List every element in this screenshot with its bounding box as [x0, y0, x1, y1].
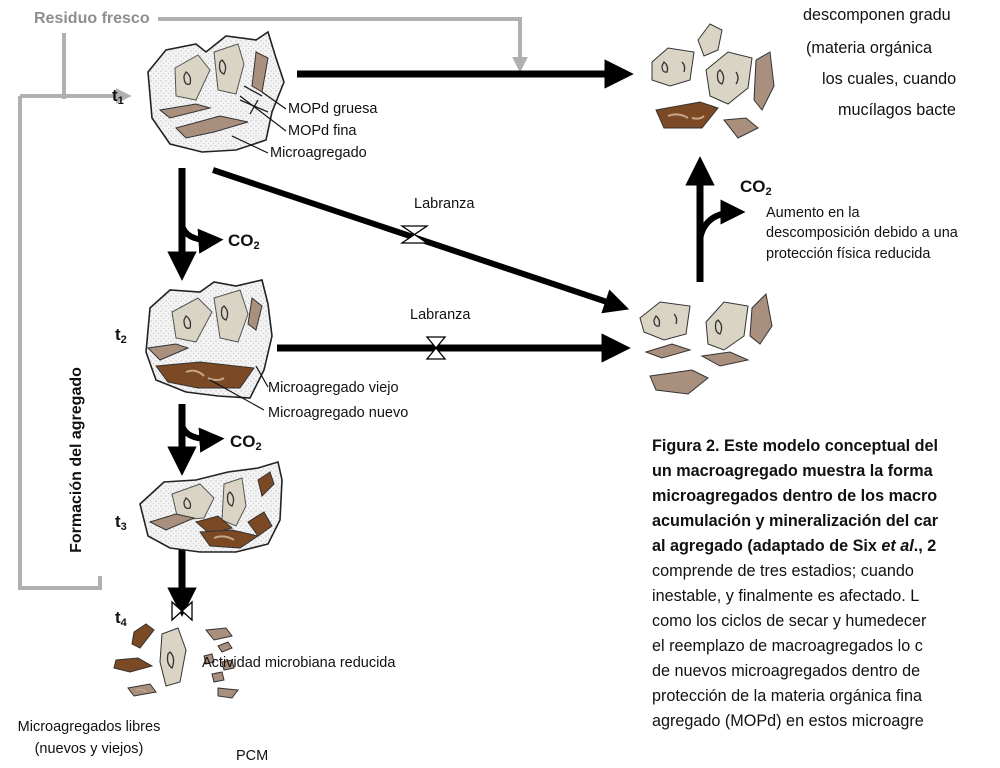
- co2-branch-1: [182, 225, 216, 240]
- co2-branch-3: [700, 212, 738, 240]
- labranza-label-2: Labranza: [410, 307, 470, 324]
- labranza-label-1: Labranza: [414, 196, 474, 213]
- top-right-text-line-1: descomponen gradu: [803, 3, 951, 28]
- microagregado-viejo-label: Microagregado viejo: [268, 380, 399, 397]
- top-right-text-line-2: (materia orgánica: [806, 36, 932, 61]
- caption-line-4: acumulación y mineralización del car: [652, 509, 938, 534]
- t1-label: t1: [112, 87, 124, 110]
- top-right-text-line-4: mucílagos bacte: [838, 98, 956, 123]
- t4-label: t4: [115, 609, 127, 632]
- caption-line-1: Figura 2. Este modelo conceptual del: [652, 434, 938, 459]
- microagregado-label: Microagregado: [270, 145, 367, 162]
- actividad-microbiana-label: Actividad microbiana reducida: [202, 655, 395, 672]
- mopd-fina-label: MOPd fina: [288, 123, 357, 140]
- free-microaggregates-t4: [114, 624, 186, 696]
- caption-line-5: al agregado (adaptado de Six et al., 2: [652, 534, 936, 559]
- formacion-agregado-label: Formación del agregado: [68, 367, 86, 553]
- caption-line-11: protección de la materia orgánica fina: [652, 684, 922, 709]
- aggregate-t3: [140, 462, 282, 552]
- pieces-mid-right: [640, 294, 772, 394]
- pcm-label: PCM: [236, 748, 268, 765]
- aumento-line-3: protección física reducida: [766, 246, 930, 263]
- t2-label: t2: [115, 326, 127, 349]
- caption-line-7: inestable, y finalmente es afectado. L: [652, 584, 919, 609]
- caption-line-9: el reemplazo de macroagregados lo c: [652, 634, 923, 659]
- microagregados-libres-label-2: (nuevos y viejos): [4, 741, 174, 758]
- loop-to-t1-arrow: [20, 96, 100, 588]
- caption-line-12: agregado (MOPd) en estos microagre: [652, 709, 924, 734]
- aumento-line-1: Aumento en la: [766, 205, 860, 222]
- aggregate-t2: [146, 280, 272, 398]
- caption-line-8: como los ciclos de secar y humedecer: [652, 609, 926, 634]
- top-right-text-line-3: los cuales, cuando: [822, 67, 956, 92]
- fresh-residue-label: Residuo fresco: [34, 10, 150, 27]
- co2-label-3: CO2: [740, 178, 772, 201]
- t3-label: t3: [115, 513, 127, 536]
- microagregados-libres-label-1: Microagregados libres: [4, 719, 174, 736]
- co2-label-2: CO2: [230, 433, 262, 456]
- co2-label-1: CO2: [228, 232, 260, 255]
- aggregate-t1: [148, 32, 284, 152]
- caption-line-3: microagregados dentro de los macro: [652, 484, 937, 509]
- caption-line-6: comprende de tres estadios; cuando: [652, 559, 914, 584]
- caption-line-2: un macroagregado muestra la forma: [652, 459, 933, 484]
- pieces-top-right: [652, 24, 774, 138]
- caption-line-10: de nuevos microagregados dentro de: [652, 659, 920, 684]
- mopd-gruesa-label: MOPd gruesa: [288, 101, 377, 118]
- co2-branch-2: [182, 425, 217, 439]
- microagregado-nuevo-label: Microagregado nuevo: [268, 405, 408, 422]
- aumento-line-2: descomposición debido a una: [766, 225, 958, 242]
